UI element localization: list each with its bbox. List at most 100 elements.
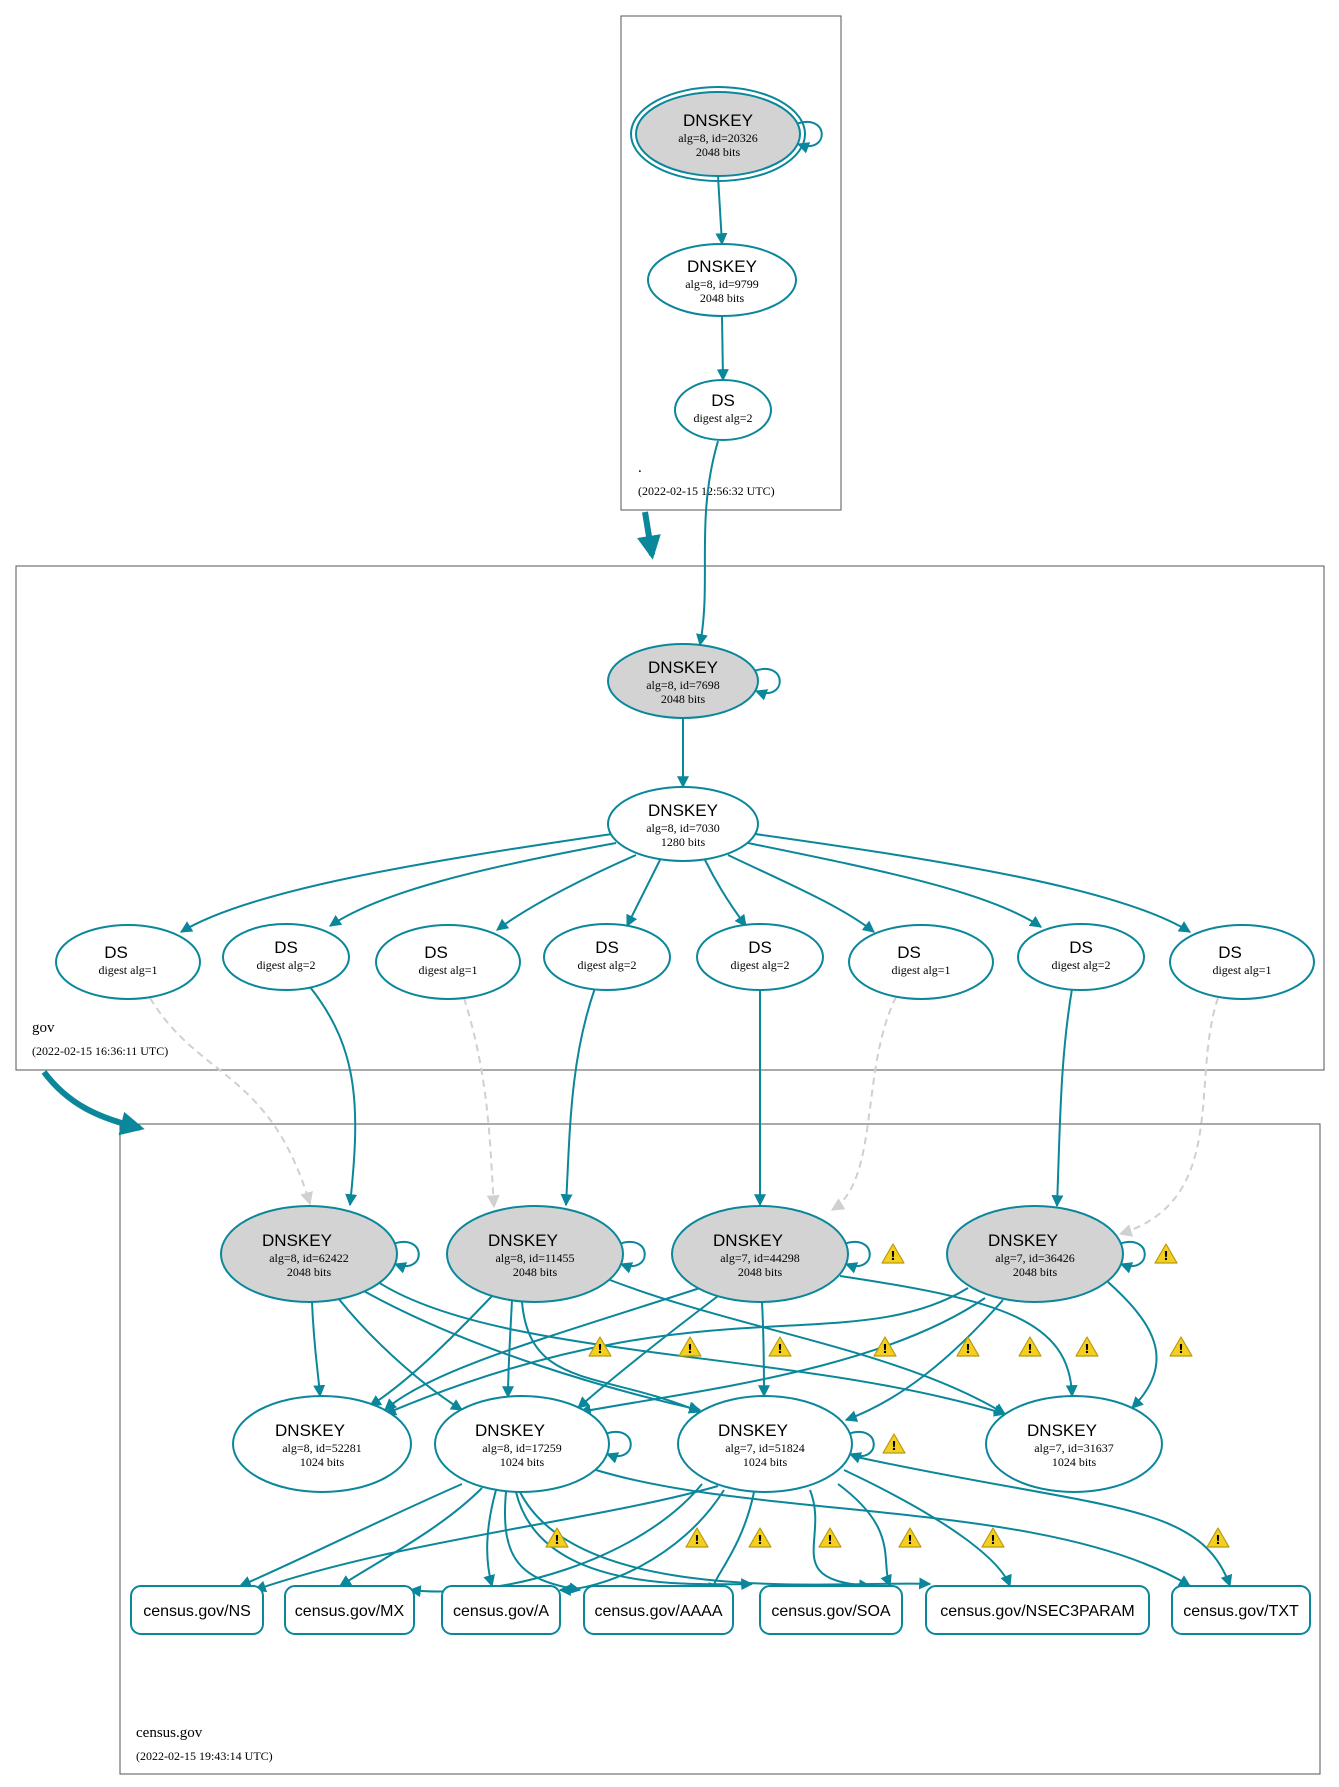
edge-warning-icon-4: ! [768, 1336, 792, 1357]
warning-icon [873, 1336, 897, 1357]
node-size-label: 1024 bits [500, 1455, 545, 1469]
edge-k44298-k51824 [757, 1301, 770, 1398]
node-detail-label: digest alg=1 [98, 963, 157, 977]
node-size-label: 2048 bits [513, 1265, 558, 1279]
edge-warning-icon-11: ! [545, 1527, 569, 1548]
edge-gov_zsk-ds1 [179, 833, 613, 933]
node-detail-label: alg=7, id=31637 [1034, 1441, 1114, 1455]
node-shape [674, 379, 772, 441]
edge-k51824-rr_txt-14 [851, 1455, 1233, 1588]
edge-warning-icon-3: ! [678, 1336, 702, 1357]
edge-k44298-k52281 [384, 1287, 701, 1411]
warning-icon-glyph: ! [890, 1249, 895, 1263]
edge-k17259-rr_ns-0 [238, 1483, 463, 1588]
zone-census-gov-name: census.gov [136, 1725, 203, 1741]
node-size-label: 2048 bits [1013, 1265, 1058, 1279]
edge-warning-icon-10: ! [882, 1433, 906, 1454]
edge-warning-icon-2: ! [588, 1336, 612, 1357]
node-detail-label: alg=7, id=44298 [720, 1251, 800, 1265]
edge-gov_zsk-ds2 [329, 842, 617, 927]
rrset-ns[interactable]: census.gov/NS [130, 1585, 264, 1635]
edge-k62422-k52281 [311, 1301, 326, 1398]
node-detail-label: digest alg=2 [693, 411, 752, 425]
edge-k51824-rr_a-9 [558, 1489, 725, 1596]
rrset-soa[interactable]: census.gov/SOA [759, 1585, 903, 1635]
node-shape [607, 643, 759, 719]
node-shape [677, 1395, 853, 1493]
rrset-label: census.gov/AAAA [594, 1603, 722, 1620]
node-type-label: DNSKEY [648, 801, 718, 820]
warning-icon-glyph: ! [965, 1342, 970, 1356]
rrset-txt[interactable]: census.gov/TXT [1171, 1585, 1311, 1635]
warning-icon-glyph: ! [990, 1533, 995, 1547]
warning-icon [768, 1336, 792, 1357]
node-detail-label: alg=8, id=7030 [646, 821, 720, 835]
edge-warning-icon-14: ! [818, 1527, 842, 1548]
node-size-label: 1024 bits [1052, 1455, 1097, 1469]
warning-icon-glyph: ! [554, 1533, 559, 1547]
node-type-label: DNSKEY [683, 111, 753, 130]
node-type-label: DS [1218, 943, 1242, 962]
rrset-label: census.gov/TXT [1183, 1603, 1299, 1620]
warning-icon-glyph: ! [597, 1342, 602, 1356]
rrset-box [925, 1585, 1150, 1635]
self-loop-root_ksk [795, 121, 823, 154]
edge-k51824-rr_ns-7 [253, 1485, 719, 1593]
warning-icon [881, 1243, 905, 1264]
node-detail-label: alg=8, id=20326 [678, 131, 758, 145]
node-detail-label: digest alg=2 [1051, 958, 1110, 972]
node-shape [446, 1205, 624, 1303]
rrset-mx[interactable]: census.gov/MX [284, 1585, 415, 1635]
zone-gov: gov (2022-02-15 16:36:11 UTC) [15, 565, 1325, 1071]
node-size-label: 2048 bits [738, 1265, 783, 1279]
edge-warning-icon-12: ! [685, 1527, 709, 1548]
edge-k51824-rr_nsec3param-12 [837, 1483, 892, 1588]
node-detail-label: digest alg=1 [418, 963, 477, 977]
node-shape [434, 1395, 610, 1493]
edge-k36426-k31637 [1107, 1281, 1158, 1409]
node-type-label: DNSKEY [475, 1421, 545, 1440]
node-type-label: DS [274, 938, 298, 957]
node-shape [1169, 924, 1315, 1000]
node-detail-label: digest alg=1 [891, 963, 950, 977]
warning-icon-glyph: ! [777, 1342, 782, 1356]
warning-icon [678, 1336, 702, 1357]
rrset-a[interactable]: census.gov/A [441, 1585, 561, 1635]
delegation-arrow-gov-census [41, 1070, 145, 1136]
rrset-label: census.gov/SOA [771, 1603, 891, 1620]
zone-gov-timestamp: (2022-02-15 16:36:11 UTC) [32, 1044, 168, 1058]
self-loop-k36426 [1118, 1241, 1146, 1274]
rrset-aaaa[interactable]: census.gov/AAAA [583, 1585, 734, 1635]
node-detail-label: alg=8, id=62422 [269, 1251, 349, 1265]
warning-icon-glyph: ! [882, 1342, 887, 1356]
warning-icon-glyph: ! [1084, 1342, 1089, 1356]
warning-icon [1206, 1527, 1230, 1548]
rrset-box [130, 1585, 264, 1635]
edge-root_zsk-gov_ds [716, 315, 729, 382]
rrset-nsec3param[interactable]: census.gov/NSEC3PARAM [925, 1585, 1150, 1635]
delegation-arrow-root-gov [637, 511, 661, 560]
edge-ds3-k11455 [463, 997, 500, 1209]
